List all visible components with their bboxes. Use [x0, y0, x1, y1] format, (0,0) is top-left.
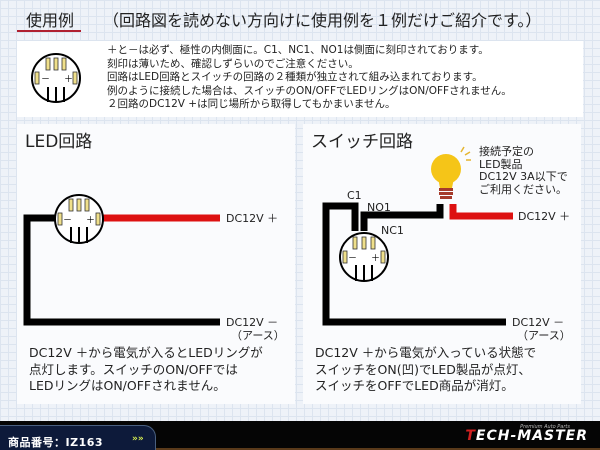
svg-text:－: －	[41, 75, 50, 85]
page-title: 使用例	[26, 11, 75, 30]
page-subtitle: （回路図を読めない方向けに使用例を１例だけご紹介です。）	[103, 11, 542, 30]
svg-text:－: －	[63, 216, 72, 226]
switch-circuit-diagram: － ＋	[322, 146, 513, 326]
switch-circuit-description: DC12V ＋から電気が入っている状態で スイッチをON(凹)でLED製品が点灯…	[315, 345, 537, 393]
notes-text: ＋と－は必ず、極性の内側面に。C1、NC1、NO1は側面に刻印されております。 …	[107, 44, 512, 112]
switch-plus-label: DC12V ＋	[518, 210, 571, 223]
header: 使用例 （回路図を読めない方向けに使用例を１例だけご紹介です。）	[0, 0, 600, 36]
switch-ground-label: （アース）	[517, 329, 571, 342]
switch-minus-label: DC12V －	[512, 316, 565, 329]
switch-circuit-title: スイッチ回路	[311, 132, 413, 152]
no1-label: NO1	[367, 201, 391, 214]
led-plus-label: DC12V ＋	[226, 212, 279, 225]
svg-text:－: －	[348, 254, 357, 264]
notes-box: － ＋ ＋と－は必ず、極性の内側面に。C1、NC1、NO1は側面に刻印されており…	[17, 41, 583, 117]
svg-text:＋: ＋	[371, 253, 380, 264]
product-number-tab: 商品番号：IZ163 »»	[0, 425, 156, 450]
nc1-label: NC1	[381, 224, 404, 237]
switch-circuit-panel: スイッチ回路 － ＋ C1 NO1 NC1 接続予定の LED製	[303, 124, 581, 404]
note-line: 回路はLED回路とスイッチの回路の２種類が独立されて組み込まれております。	[107, 71, 483, 83]
led-circuit-panel: LED回路 － ＋ DC12V ＋ DC12V － （アース） DC12V ＋か…	[17, 124, 295, 404]
led-ground-label: （アース）	[231, 329, 285, 342]
product-number: 商品番号：IZ163	[8, 436, 104, 449]
led-circuit-description: DC12V ＋から電気が入るとLEDリングが 点灯します。スイッチのON/OFF…	[29, 345, 263, 393]
led-minus-label: DC12V －	[226, 316, 279, 329]
led-circuit-title: LED回路	[25, 132, 93, 152]
note-line: ２回路のDC12V +は同じ場所から取得してもかまいません。	[107, 98, 396, 110]
light-bulb-icon	[431, 146, 471, 199]
brand-logo: TECH-MASTER	[465, 428, 588, 444]
c1-label: C1	[347, 189, 362, 202]
svg-text:＋: ＋	[86, 215, 95, 226]
note-line: ＋と－は必ず、極性の内側面に。C1、NC1、NO1は側面に刻印されております。	[107, 44, 489, 56]
bulb-note: 接続予定の LED製品 DC12V 3A以下で ご利用ください。	[479, 145, 568, 196]
svg-text:＋: ＋	[64, 74, 73, 85]
brand-tagline: Premium Auto Parts	[520, 424, 570, 430]
title-underline	[17, 30, 81, 32]
footer-bar: 商品番号：IZ163 »» Premium Auto Parts TECH-MA…	[0, 421, 600, 450]
note-line: 刻印は薄いため、確認しずらいのでご注意ください。	[107, 57, 359, 70]
arrows-icon: »»	[132, 434, 144, 444]
led-circuit-diagram: － ＋	[23, 194, 220, 326]
switch-terminal-diagram-icon: － ＋	[25, 47, 87, 109]
note-line: 例のように接続した場合は、スイッチのON/OFFでLEDリングはON/OFFされ…	[107, 84, 512, 97]
